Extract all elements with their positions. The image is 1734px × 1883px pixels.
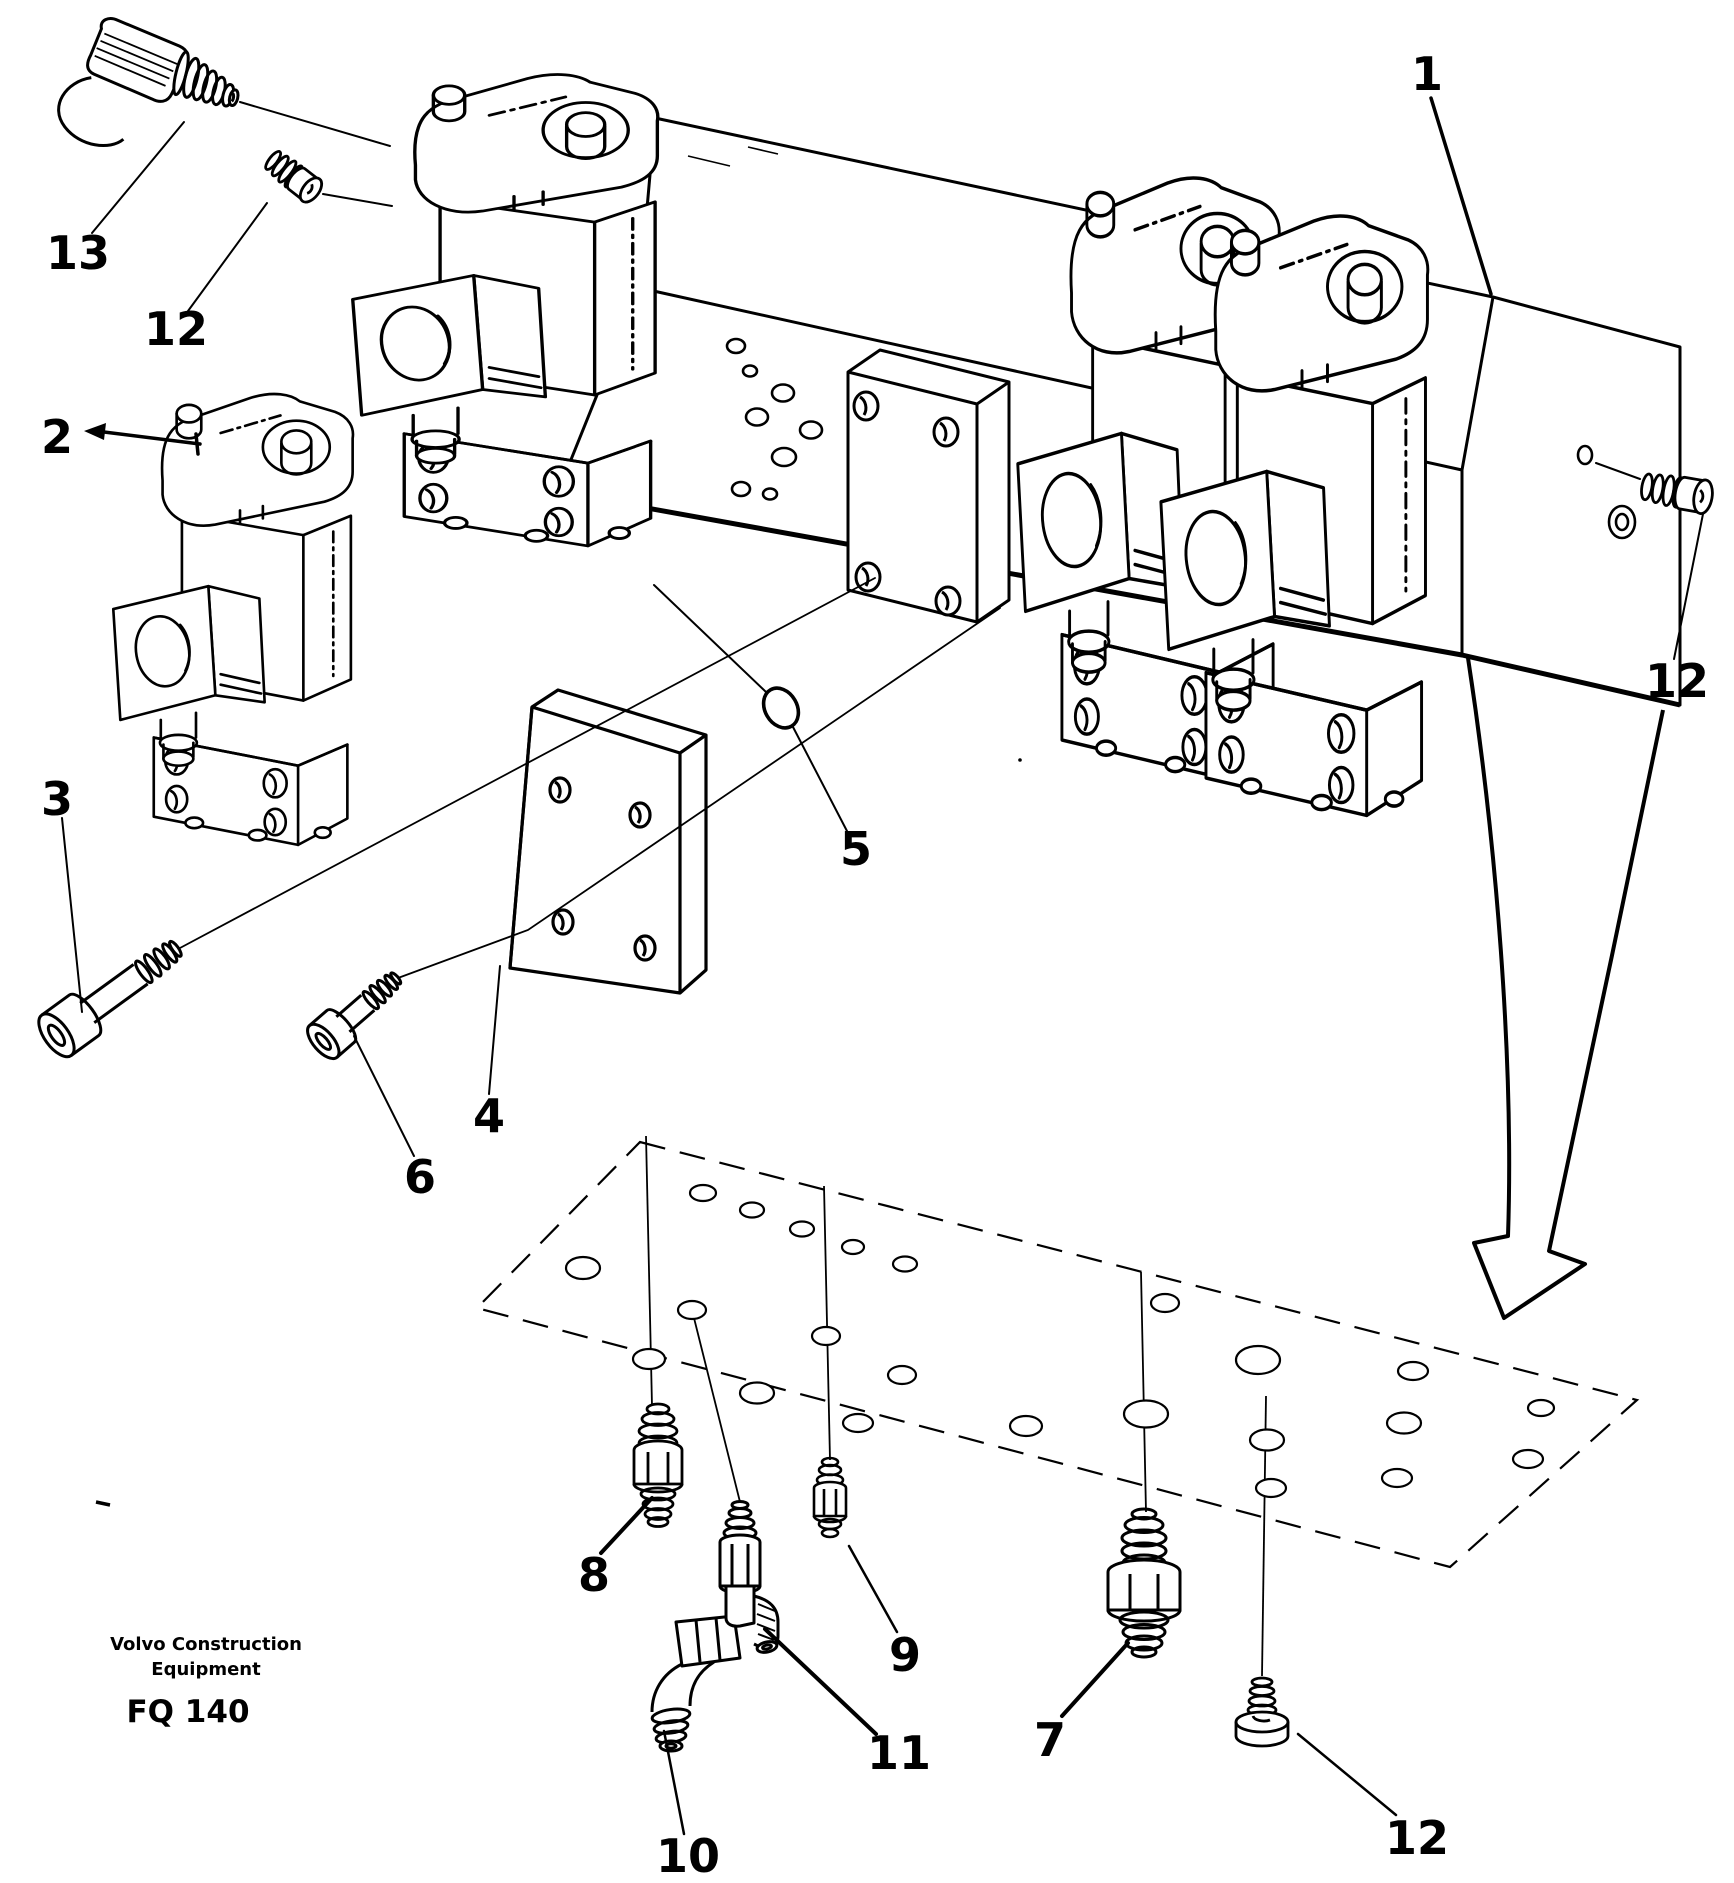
gasket-port-holes <box>564 1183 1556 1499</box>
fitting-9 <box>812 1456 848 1539</box>
brand-text-line1: Volvo Construction <box>110 1634 302 1655</box>
screw-12-bottom <box>1234 1676 1290 1748</box>
fitting-7 <box>1106 1507 1182 1659</box>
callout-1: 1 <box>1411 47 1443 101</box>
socket-bolt-6 <box>306 971 403 1061</box>
screw-12-right <box>1640 472 1714 515</box>
manifold-end-face-holes <box>1576 444 1637 540</box>
callout-4: 4 <box>473 1089 505 1143</box>
callout-11: 11 <box>867 1726 931 1780</box>
callout-12-bottom: 12 <box>1385 1811 1449 1865</box>
reference-marks <box>95 758 1022 1507</box>
callout-labels: 1 2 3 4 5 6 7 8 9 10 11 12 12 12 13 <box>41 47 1709 1883</box>
callout-12-right: 12 <box>1645 654 1709 708</box>
socket-bolt-3 <box>37 939 183 1059</box>
callout-6: 6 <box>404 1150 436 1204</box>
callout-3: 3 <box>41 772 73 826</box>
callout-2: 2 <box>41 410 73 464</box>
thick-leader-lines <box>599 1496 1398 1836</box>
fitting-8 <box>632 1402 684 1528</box>
tee-fitting-11 <box>718 1500 780 1654</box>
callout-13: 13 <box>46 226 110 280</box>
solenoid-valve-2 <box>111 392 355 847</box>
plug-cap-13 <box>57 17 240 147</box>
callout-8: 8 <box>578 1548 610 1602</box>
o-ring-5 <box>761 686 801 730</box>
callout-12-top: 12 <box>144 302 208 356</box>
manifold-port-holes <box>725 337 824 501</box>
callout-9: 9 <box>889 1628 921 1682</box>
cover-plate-small <box>846 348 1011 624</box>
leader-lines <box>61 96 1704 1157</box>
mounting-plate-4 <box>508 688 708 995</box>
screw-12-top <box>264 150 324 204</box>
figure-code: FQ 140 <box>126 1694 249 1730</box>
direction-arrow <box>1466 657 1665 1320</box>
solenoid-valve-top <box>351 72 660 548</box>
gasket-plane <box>474 1135 1640 1677</box>
callout-5: 5 <box>840 822 872 876</box>
callout-7: 7 <box>1034 1713 1066 1767</box>
callout-10: 10 <box>656 1829 720 1883</box>
drawing-footer: Volvo Construction Equipment FQ 140 <box>110 1634 302 1730</box>
brand-text-line2: Equipment <box>151 1659 261 1680</box>
